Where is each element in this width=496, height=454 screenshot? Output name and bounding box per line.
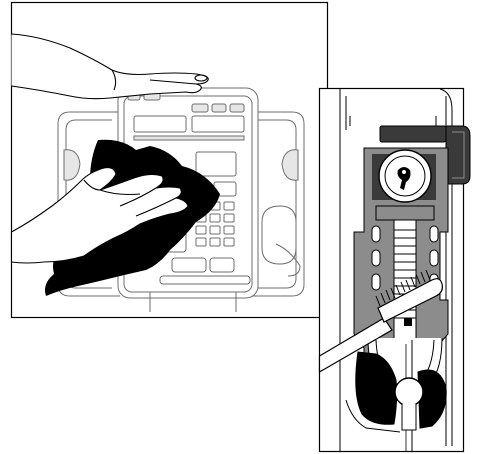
latch-bar — [380, 126, 446, 142]
latch-handle — [446, 126, 470, 184]
sensor-square — [404, 318, 412, 326]
pump-bottom-button — [172, 258, 206, 272]
panel-brush-channel — [320, 89, 471, 452]
pump-display-left — [134, 116, 186, 132]
right-tube-clip — [262, 206, 296, 264]
pump-display-right — [192, 116, 244, 132]
lower-clamp-knob — [395, 378, 423, 406]
pump-main-screen — [196, 152, 236, 176]
panel-wipe-exterior — [12, 3, 328, 318]
